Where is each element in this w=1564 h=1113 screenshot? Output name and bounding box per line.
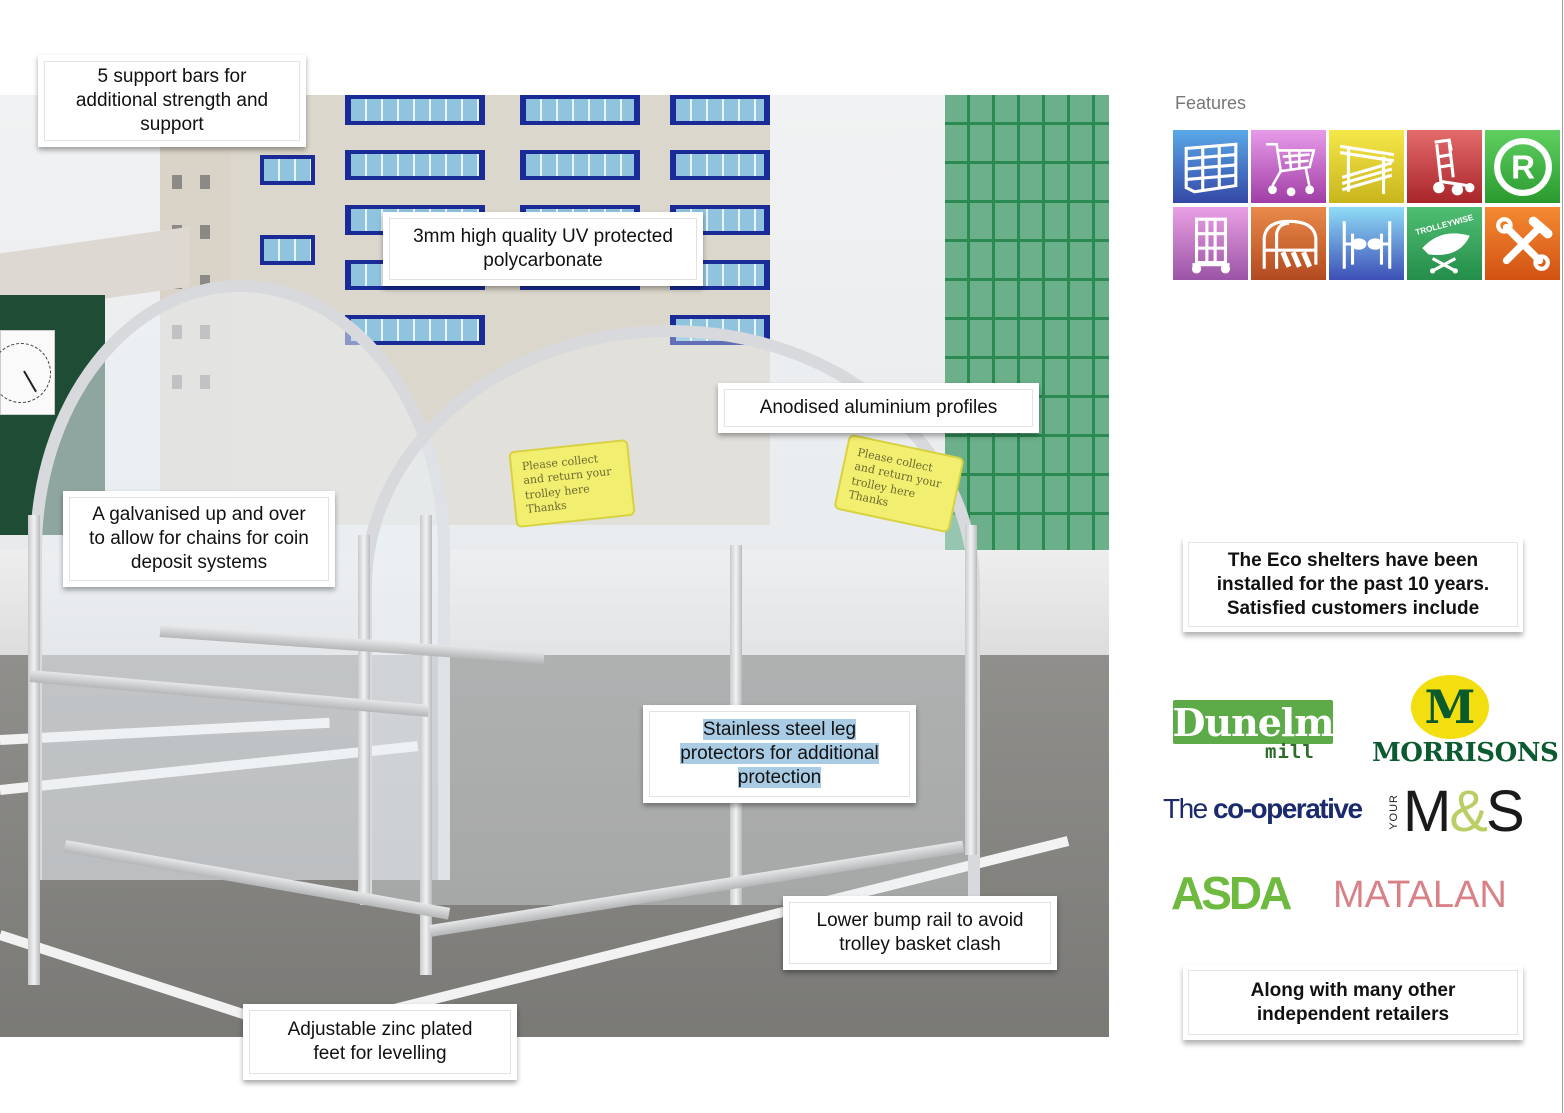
product-photo: Please collect and return your trolley h… bbox=[0, 95, 1109, 1037]
shelter-leg bbox=[965, 525, 977, 855]
logo-asda: ASDA bbox=[1171, 867, 1292, 919]
barrier-rails-icon bbox=[1339, 144, 1394, 194]
feature-tile-airport-trolley[interactable] bbox=[1407, 130, 1482, 203]
feature-tile-barrier[interactable] bbox=[1329, 130, 1404, 203]
callout-leg-protectors: Stainless steel leg protectors for additi… bbox=[643, 705, 916, 803]
feature-tile-shelter[interactable] bbox=[1251, 207, 1326, 280]
logo-morrisons-badge: M bbox=[1411, 675, 1489, 739]
logo-ms: YOUR M&S bbox=[1388, 779, 1525, 844]
registered-trademark-icon: R bbox=[1493, 137, 1552, 196]
feature-tile-trolleywise[interactable]: TROLLEYWISE bbox=[1407, 207, 1482, 280]
svg-text:TROLLEYWISE: TROLLEYWISE bbox=[1414, 213, 1474, 237]
logo-coop: The co-operative bbox=[1163, 793, 1363, 824]
logo-dunelm-sub: mill bbox=[1265, 741, 1315, 763]
trolley-shelter-icon bbox=[1262, 219, 1317, 269]
airport-trolley-icon bbox=[1432, 137, 1474, 195]
photo-clock bbox=[0, 330, 55, 415]
shelter-leg bbox=[358, 535, 370, 895]
callout-aluminium-profiles: Anodised aluminium profiles bbox=[718, 383, 1039, 433]
feature-tile-roll-cage[interactable] bbox=[1173, 207, 1248, 280]
feature-tile-registered[interactable]: R bbox=[1485, 130, 1560, 203]
photo-scaffolding bbox=[945, 95, 1109, 590]
trolley-bay-entry-icon bbox=[1342, 220, 1391, 269]
car-park-building-icon bbox=[1184, 142, 1237, 193]
selected-text: protection bbox=[737, 767, 822, 788]
shopping-trolley-icon bbox=[1265, 142, 1315, 196]
selected-text: Stainless steel leg bbox=[702, 719, 857, 740]
shelter-sign-left: Please collect and return your trolley h… bbox=[508, 438, 636, 529]
tools-icon bbox=[1495, 216, 1552, 271]
logo-morrisons: MORRISONS bbox=[1372, 738, 1559, 768]
svg-text:R: R bbox=[1511, 149, 1535, 186]
shelter-leg bbox=[28, 515, 40, 985]
roll-cage-icon bbox=[1191, 217, 1230, 273]
feature-tile-bay-entry[interactable] bbox=[1329, 207, 1404, 280]
logo-dunelm: Dunelm bbox=[1172, 699, 1334, 745]
feature-tile-car-park[interactable] bbox=[1173, 130, 1248, 203]
features-heading: Features bbox=[1175, 93, 1247, 113]
feature-tile-shopping-trolley[interactable] bbox=[1251, 130, 1326, 203]
features-icon-grid: R TROLLEYWISE bbox=[1173, 130, 1564, 280]
shelter-leg bbox=[420, 515, 432, 975]
selected-text: protectors for additional bbox=[680, 743, 879, 764]
logo-matalan: MATALAN bbox=[1333, 874, 1507, 916]
page-edge-divider bbox=[1562, 0, 1563, 1113]
feature-tile-tools[interactable] bbox=[1485, 207, 1560, 280]
trolleywise-leaf-icon: TROLLEYWISE bbox=[1414, 213, 1474, 273]
